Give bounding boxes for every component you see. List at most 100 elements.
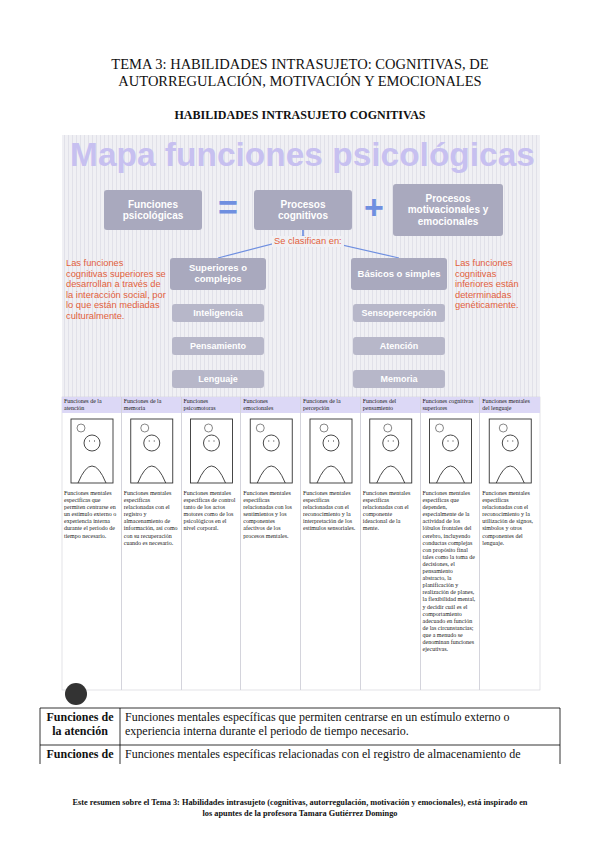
icon-eye <box>209 441 210 442</box>
icon-body <box>377 466 405 483</box>
icon-eye <box>94 441 95 442</box>
icon-eye <box>149 441 150 442</box>
item-box: Inteligencia <box>172 304 264 322</box>
icon-thought <box>499 424 507 432</box>
icon-frame <box>191 419 233 483</box>
icon-eye <box>388 441 389 442</box>
icon-eye <box>453 441 454 442</box>
column-header: Funciones de la memoria <box>122 397 181 413</box>
table-cell: Funciones de la atención <box>43 710 117 738</box>
icon-eye <box>507 441 508 442</box>
map-heading: Mapa funciones psicológicas <box>70 134 535 176</box>
table-column: Funciones cognitivas superioresFunciones… <box>421 397 481 690</box>
box-text: Procesos cognitivos <box>258 199 348 222</box>
icon-thought <box>205 424 213 432</box>
icon-eye <box>273 441 274 442</box>
note-red: Las funciones cognitivas inferiores está… <box>455 258 537 311</box>
column-description: Funciones mentales específicas relaciona… <box>303 490 358 533</box>
column-header: Funciones del pensamiento <box>361 397 420 413</box>
item-box: Pensamiento <box>172 337 264 355</box>
concept-box: Funciones psicológicas <box>104 190 202 230</box>
icon-head <box>502 435 518 451</box>
column-header: Funciones emocionales <box>241 397 300 413</box>
plus-sign: + <box>356 190 392 224</box>
table-column: Funciones de la memoriaFunciones mentale… <box>122 397 182 690</box>
icon-head <box>263 435 279 451</box>
table-column: Funciones de la percepciónFunciones ment… <box>301 397 361 690</box>
page-title: TEMA 3: HABILIDADES INTRASUJETO: COGNITI… <box>60 56 540 90</box>
branch-label: Se clasifican en: <box>272 236 344 247</box>
column-header: Funciones de la percepción <box>301 397 360 413</box>
equals-sign: = <box>208 190 248 224</box>
icon-eye <box>328 441 329 442</box>
table-column: Funciones de la atenciónFunciones mental… <box>62 397 122 690</box>
icon-eye <box>393 441 394 442</box>
box-text: Procesos motivacionales y emocionales <box>397 193 499 228</box>
icon-frame <box>250 419 292 483</box>
icon-thought <box>256 424 264 432</box>
column-header: Funciones mentales del lenguaje <box>480 397 540 413</box>
icon-eye <box>89 441 90 442</box>
box-text: Memoria <box>380 374 417 384</box>
box-text: Atención <box>380 341 419 351</box>
box-text: Superiores o complejos <box>174 263 262 285</box>
icon-head <box>383 435 399 451</box>
icon-thought <box>436 424 444 432</box>
icon-frame <box>370 419 412 483</box>
icon-frame <box>131 419 173 483</box>
icon-eye <box>512 441 513 442</box>
icon-head <box>204 435 220 451</box>
table-cell: Funciones mentales específicas que permi… <box>125 710 555 738</box>
icon-frame <box>430 419 472 483</box>
box-text: Pensamiento <box>190 341 246 351</box>
box-text: Básicos o simples <box>358 269 441 280</box>
icon-eye <box>154 441 155 442</box>
table-column: Funciones mentales del lenguajeFunciones… <box>480 397 540 690</box>
column-header: Funciones psicomotoras <box>182 397 241 413</box>
icon-frame <box>71 419 113 483</box>
bottom-table-lines <box>40 708 560 764</box>
icon-body <box>138 466 166 483</box>
icon-thought <box>141 424 149 432</box>
table-column: Funciones emocionalesFunciones mentales … <box>241 397 301 690</box>
icon-body <box>198 466 226 483</box>
icon-eye <box>448 441 449 442</box>
item-box: Lenguaje <box>172 370 264 388</box>
icon-frame <box>489 419 531 483</box>
column-description: Funciones mentales específicas de contro… <box>184 490 239 533</box>
corner-dot <box>65 683 87 705</box>
box-text: Sensopercepción <box>361 308 436 318</box>
icon-body <box>317 466 345 483</box>
icon-thought <box>320 424 328 432</box>
icon-group <box>71 419 531 483</box>
item-box: Sensopercepción <box>353 304 445 322</box>
icon-frame <box>310 419 352 483</box>
column-header: Funciones de la atención <box>62 397 121 413</box>
icon-eye <box>268 441 269 442</box>
table-column: Funciones del pensamientoFunciones menta… <box>361 397 421 690</box>
concept-box: Superiores o complejos <box>170 258 266 290</box>
footer-note: Este resumen sobre el Tema 3: Habilidade… <box>70 797 530 819</box>
table-cell: Funciones de <box>43 747 117 761</box>
icon-body <box>437 466 465 483</box>
note-red: Las funciones cognitivas superiores se d… <box>66 258 166 322</box>
icon-body <box>496 466 524 483</box>
concept-box: Básicos o simples <box>351 258 447 290</box>
concept-box: Procesos cognitivos <box>254 190 352 230</box>
box-text: Funciones psicológicas <box>108 199 198 222</box>
column-header: Funciones cognitivas superiores <box>421 397 480 413</box>
column-description: Funciones mentales específicas relaciona… <box>243 490 298 540</box>
icon-thought <box>384 424 392 432</box>
icon-eye <box>214 441 215 442</box>
item-box: Memoria <box>353 370 445 388</box>
icon-head <box>144 435 160 451</box>
table-cell: Funciones mentales específicas relaciona… <box>125 747 555 761</box>
section-heading: HABILIDADES INTRASUJETO COGNITIVAS <box>60 108 540 123</box>
icon-head <box>323 435 339 451</box>
icon-thought <box>77 424 85 432</box>
column-description: Funciones mentales específicas que depen… <box>423 490 478 653</box>
table-background <box>62 397 540 690</box>
icon-body <box>78 466 106 483</box>
box-text: Lenguaje <box>198 374 238 384</box>
icon-head <box>84 435 100 451</box>
